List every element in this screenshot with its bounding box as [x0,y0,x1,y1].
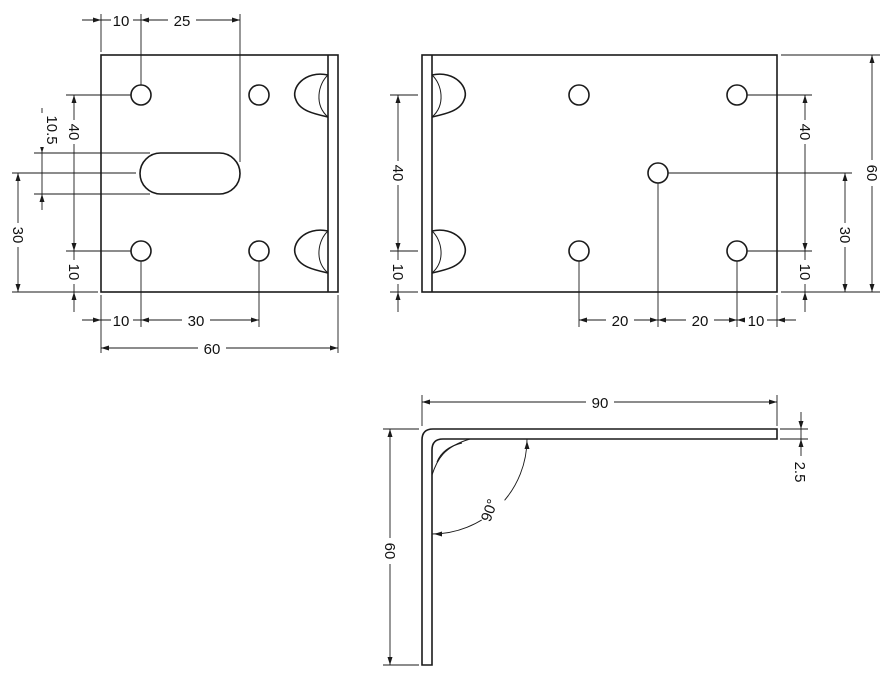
profile-gusset [431,438,471,476]
dim-front-top-25-label: 25 [174,13,191,30]
dim-profile-angle: 90° [431,438,530,537]
dim-side-right-60-label: 60 [863,165,880,182]
side-plate-outline [421,54,778,293]
dim-side-bottom-20-b-label: 20 [692,313,709,330]
dim-front-top-10-label: 10 [113,13,130,30]
front-plate-outline [100,54,339,293]
side-hole-bottom-middle [568,240,590,262]
side-stiffener-top [431,73,467,118]
front-view: 10 25 10.5 40 [9,11,339,358]
side-hole-center [647,162,669,184]
dim-side-left-40: 40 [389,95,407,251]
dim-side-bottom-20-a: 20 [579,311,658,330]
dim-profile-60-label: 60 [381,543,398,560]
dim-front-30-label: 30 [9,227,26,244]
dim-front-top-25: 25 [141,11,240,30]
profile-outline [421,428,778,666]
dim-side-bottom-20-b: 20 [658,311,737,330]
front-hole-bottom-left [130,240,152,262]
dim-front-bottom-vertical-10-label: 10 [65,264,82,281]
side-hole-bottom-right [726,240,748,262]
dim-side-bottom-10-label: 10 [748,313,765,330]
front-hole-top-left [130,84,152,106]
profile-gusset-inner [436,442,463,463]
dim-profile-2-5-label: 2.5 [791,462,808,483]
dim-profile-2-5: 2.5 [791,412,808,482]
dim-side-right-40-label: 40 [796,124,813,141]
dim-front-60: 60 [101,339,338,358]
dim-side-left-10-label: 10 [389,264,406,281]
profile-view: 90 60 2.5 90° [381,393,808,666]
dim-front-slot-label: 10.5 [43,115,60,144]
dim-side-right-30-label: 30 [836,227,853,244]
dim-profile-angle-label: 90° [478,497,502,524]
side-extension-lines [390,54,880,327]
profile-extension-lines [383,395,808,666]
dim-side-right-30: 30 [836,173,854,292]
dim-profile-90-label: 90 [592,395,609,412]
front-extension-lines [12,14,339,353]
dim-front-top-10: 10 [82,11,160,30]
front-stiffener-top [293,73,329,118]
dim-front-40: 40 [65,95,83,251]
front-hole-bottom-right [248,240,270,262]
dim-front-bottom-10-label: 10 [113,313,130,330]
dim-side-left-10: 10 [389,251,407,312]
dim-front-slot-10-5: 10.5 [33,108,60,210]
dim-side-left-40-label: 40 [389,165,406,182]
dim-front-bottom-vertical-10: 10 [65,251,83,312]
side-hole-top-middle [568,84,590,106]
front-stiffener-bottom [293,229,329,274]
dim-side-right-10-label: 10 [796,264,813,281]
side-hole-top-right [726,84,748,106]
front-hole-top-right [248,84,270,106]
dim-profile-90: 90 [422,393,777,412]
dim-front-bottom-30-label: 30 [188,313,205,330]
side-stiffener-bottom [431,229,467,274]
front-slot [139,152,241,195]
dim-side-right-40: 40 [796,95,814,251]
dim-side-right-60: 60 [863,55,881,292]
dim-front-bottom-30: 30 [141,311,259,330]
dim-side-right-10: 10 [796,251,814,312]
dim-front-30: 30 [9,173,27,292]
dim-front-60-label: 60 [204,341,221,358]
dim-side-bottom-20-a-label: 20 [612,313,629,330]
dim-profile-60: 60 [381,429,399,665]
dim-side-bottom-10: 10 [737,311,796,330]
dim-front-40-label: 40 [65,124,82,141]
side-view: 40 10 40 10 30 [389,54,881,330]
dim-front-bottom-10: 10 [82,311,149,330]
